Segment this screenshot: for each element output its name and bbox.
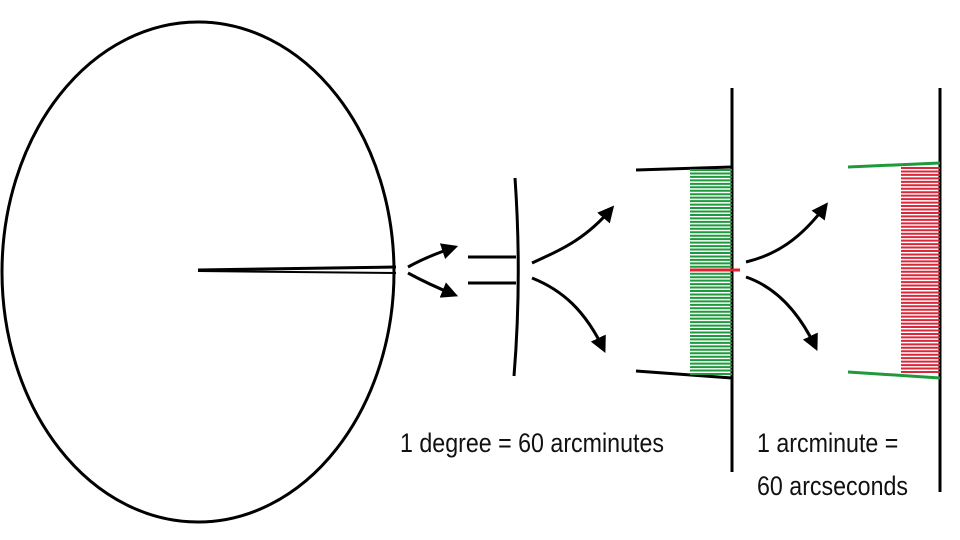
- arcminute-lines: [690, 169, 732, 375]
- arcminute-panel: [635, 88, 740, 472]
- arcminute-caption-line2: 60 arcseconds: [757, 471, 909, 501]
- arcminute-caption-line1: 1 arcminute =: [757, 428, 899, 458]
- arcsecond-lines: [901, 167, 940, 373]
- zoom-arrow-down-1: [407, 271, 459, 298]
- zoom-arrow-up-2: [531, 205, 615, 265]
- zoom-arrow-up-1: [407, 243, 459, 269]
- zoom-arrow-down-2: [531, 276, 606, 353]
- degree-wedge: [197, 265, 397, 274]
- zoom-arrow-down-3: [745, 275, 818, 351]
- zoom-arrow-up-3: [745, 202, 828, 264]
- degree-caption: 1 degree = 60 arcminutes: [400, 428, 664, 458]
- degree-zoom: [468, 177, 520, 377]
- arcsecond-panel: [847, 88, 942, 492]
